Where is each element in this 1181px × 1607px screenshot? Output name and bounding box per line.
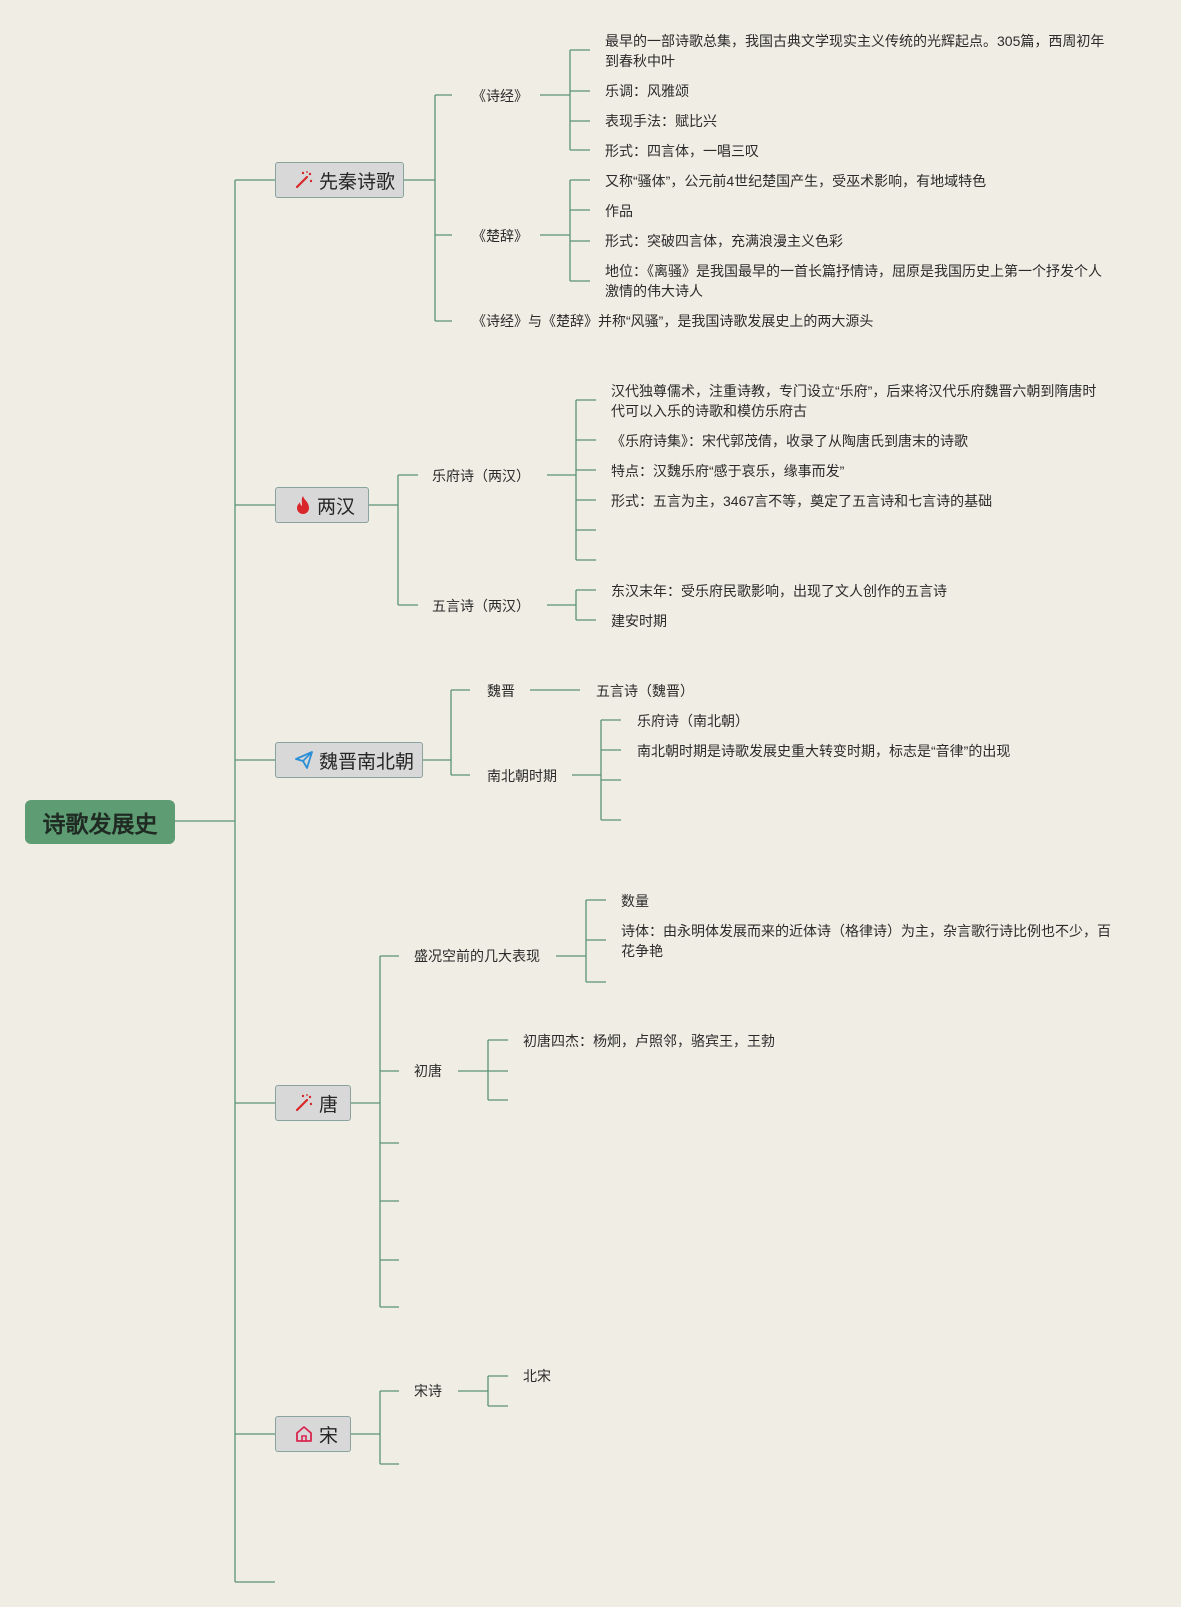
leaf-tang-quantity[interactable]: 数量	[621, 893, 649, 909]
era-label: 两汉	[317, 495, 356, 518]
paper-plane-icon	[295, 751, 313, 769]
leaf-chuci-intro[interactable]: 又称“骚体”，公元前4世纪楚国产生，受巫术影响，有地域特色	[605, 173, 987, 189]
group-label-shijing[interactable]: 《诗经》	[472, 88, 528, 104]
leaf-yuefu-origin[interactable]: 汉代独尊儒术，注重诗教，专门设立“乐府”，后来将汉代乐府魏晋六朝到隋唐时代可以入…	[611, 383, 1097, 419]
leaf-yuefu-nanbeichao[interactable]: 乐府诗（南北朝）	[637, 713, 749, 729]
leaf-chuci-status[interactable]: 地位：《离骚》是我国最早的一首长篇抒情诗，屈原是我国历史上第一个抒发个人激情的伟…	[605, 263, 1102, 299]
group-label-weijin[interactable]: 魏晋	[487, 683, 515, 699]
leaf-tang-forms[interactable]: 诗体：由永明体发展而来的近体诗（格律诗）为主，杂言歌行诗比例也不少，百花争艳	[621, 923, 1111, 959]
leaf-beisong[interactable]: 北宋	[523, 1368, 551, 1384]
leaf-chuci-works[interactable]: 作品	[605, 203, 633, 219]
leaf-wuyan-jianan[interactable]: 建安时期	[611, 613, 667, 629]
leaf-yuefu-feature[interactable]: 特点：汉魏乐府“感于哀乐，缘事而发”	[611, 463, 845, 479]
fire-icon	[297, 496, 309, 514]
root-title: 诗歌发展史	[42, 812, 158, 838]
era-node-weijin[interactable]: 魏晋南北朝	[275, 742, 423, 778]
leaf-shijing-form[interactable]: 形式：四言体，一唱三叹	[605, 143, 759, 159]
leaf-chutang-four[interactable]: 初唐四杰：杨炯，卢照邻，骆宾王，王勃	[523, 1033, 775, 1049]
group-label-nanbeichao[interactable]: 南北朝时期	[487, 768, 557, 784]
leaf-shijing-technique[interactable]: 表现手法：赋比兴	[605, 113, 717, 129]
leaf-nanbeichao-transition[interactable]: 南北朝时期是诗歌发展史重大转变时期，标志是“音律”的出现	[637, 743, 1011, 759]
era-label: 宋	[319, 1424, 339, 1447]
leaf-wuyan-donghan[interactable]: 东汉末年：受乐府民歌影响，出现了文人创作的五言诗	[611, 583, 947, 599]
era-node-song[interactable]: 宋	[275, 1416, 351, 1452]
leaf-shijing-intro[interactable]: 最早的一部诗歌总集，我国古典文学现实主义传统的光辉起点。305篇，西周初年到春秋…	[605, 33, 1105, 69]
era-node-tang[interactable]: 唐	[275, 1085, 351, 1121]
group-label-chutang[interactable]: 初唐	[414, 1063, 442, 1079]
house-icon	[296, 1426, 312, 1442]
group-label-chuci[interactable]: 《楚辞》	[472, 228, 528, 244]
era-node-xianqin[interactable]: 先秦诗歌	[275, 162, 404, 198]
leaf-wuyan-weijin[interactable]: 五言诗（魏晋）	[596, 683, 694, 699]
era-node-lianghan[interactable]: 两汉	[275, 487, 369, 523]
group-label-wuyan-han[interactable]: 五言诗（两汉）	[432, 598, 530, 614]
wand-icon	[295, 1094, 313, 1112]
group-label-yuefu-han[interactable]: 乐府诗（两汉）	[432, 468, 530, 484]
leaf-chuci-form[interactable]: 形式：突破四言体，充满浪漫主义色彩	[605, 233, 843, 249]
root-node[interactable]: 诗歌发展史	[25, 800, 175, 844]
group-label-songshi[interactable]: 宋诗	[414, 1383, 442, 1399]
era-label: 唐	[319, 1093, 339, 1116]
leaf-yuefu-collection[interactable]: 《乐府诗集》：宋代郭茂倩，收录了从陶唐氏到唐末的诗歌	[611, 433, 968, 449]
leaf-yuefu-form[interactable]: 形式：五言为主，3467言不等，奠定了五言诗和七言诗的基础	[611, 493, 993, 509]
group-label-tang-prosperity[interactable]: 盛况空前的几大表现	[414, 948, 540, 964]
leaf-shijing-music[interactable]: 乐调：风雅颂	[605, 83, 689, 99]
era-label: 魏晋南北朝	[319, 750, 415, 773]
note-fengsao[interactable]: 《诗经》与《楚辞》并称“风骚”，是我国诗歌发展史上的两大源头	[472, 313, 874, 329]
wand-icon	[295, 171, 313, 189]
era-label: 先秦诗歌	[319, 170, 396, 193]
